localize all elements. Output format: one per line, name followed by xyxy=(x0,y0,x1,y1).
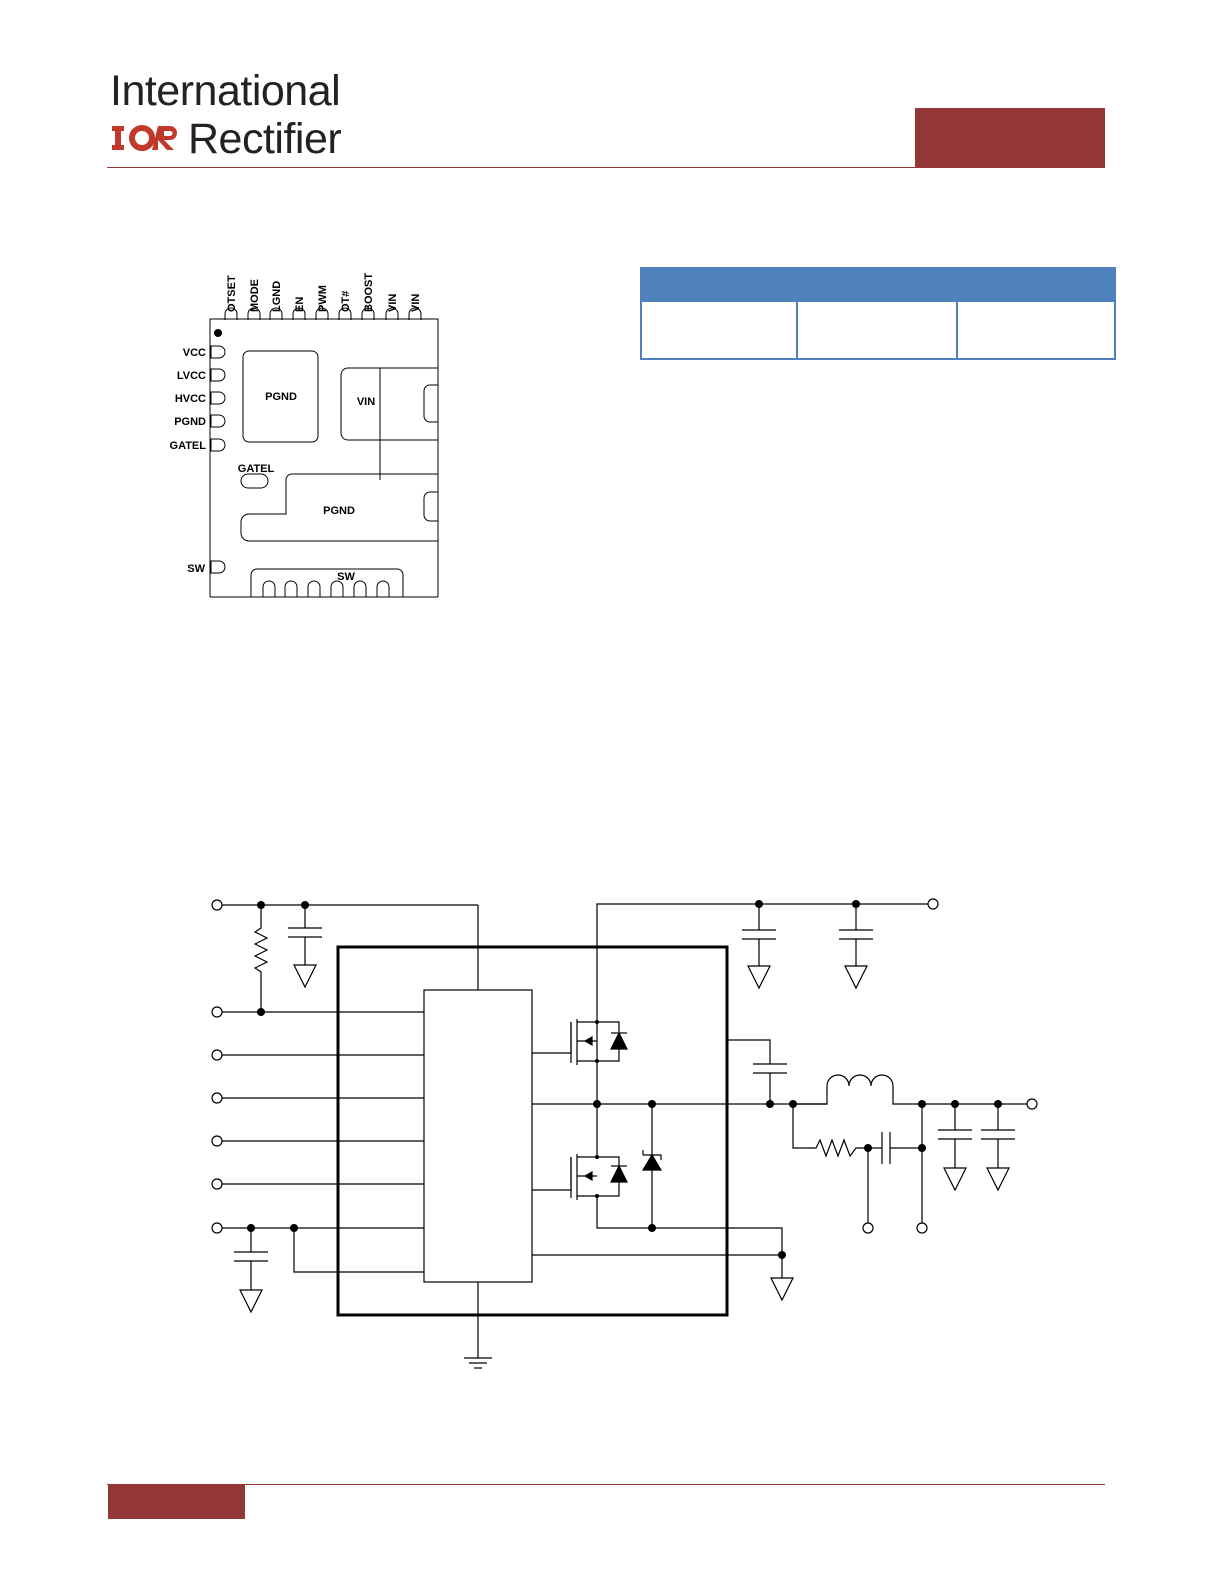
sw-finger xyxy=(330,580,344,597)
footer-accent-bar xyxy=(108,1485,245,1519)
pin-label-sw: SW xyxy=(187,563,205,575)
logo-international-text: International xyxy=(110,67,341,115)
top-pin-label: LGND xyxy=(271,281,283,312)
ior-logo-icon xyxy=(112,125,177,151)
application-schematic xyxy=(211,898,1038,1369)
spec-table-cell-3 xyxy=(956,300,1116,360)
top-pin xyxy=(292,307,306,320)
left-pin-label: LVCC xyxy=(177,370,206,382)
sw-finger xyxy=(284,580,298,597)
left-pin-label: GATEL xyxy=(170,440,207,452)
pad-label-sw: SW xyxy=(337,571,355,583)
top-pin xyxy=(224,307,238,320)
top-pin-label: EN xyxy=(294,297,306,312)
top-pin-label: VIN xyxy=(387,294,399,312)
top-pin xyxy=(315,307,329,320)
left-pin xyxy=(210,391,226,405)
top-pin xyxy=(361,307,375,320)
top-pin xyxy=(269,307,283,320)
left-pin xyxy=(210,414,226,428)
top-pin-label: MODE xyxy=(249,279,261,312)
top-pin-label: BOOST xyxy=(363,273,375,312)
pinout-diagram: OTSET MODE LGND EN PWM OT# BOOST VIN VIN VCC LVCC… xyxy=(170,273,439,598)
left-pin-label: HVCC xyxy=(175,393,206,405)
left-pin-label: VCC xyxy=(183,347,206,359)
top-pin xyxy=(338,307,352,320)
controller-block xyxy=(423,989,533,1283)
sw-finger xyxy=(376,580,390,597)
spec-table xyxy=(640,267,1116,360)
spec-table-cell-2 xyxy=(796,300,958,360)
spec-table-cell-1 xyxy=(640,300,798,360)
sw-finger xyxy=(353,580,367,597)
top-pin xyxy=(408,307,422,320)
logo-rectifier-text: Rectifier xyxy=(188,115,342,163)
top-pin-label: VIN xyxy=(410,294,422,312)
pad-label-vin: VIN xyxy=(357,396,375,408)
top-pin-label: PWM xyxy=(317,285,329,312)
pad-label-pgnd-top: PGND xyxy=(265,391,297,403)
header-rule xyxy=(107,167,1105,168)
left-pin xyxy=(210,438,226,452)
header-accent-bar xyxy=(915,108,1105,168)
left-pin xyxy=(210,368,226,382)
module-outline xyxy=(336,945,729,1317)
pad-label-pgnd-bottom: PGND xyxy=(323,505,355,517)
top-pin-label: OT# xyxy=(340,291,352,312)
left-pin-label: PGND xyxy=(174,416,206,428)
top-pin-label: OTSET xyxy=(226,275,238,312)
pad-label-gatel: GATEL xyxy=(238,463,275,475)
top-pin xyxy=(385,307,399,320)
left-pin xyxy=(210,345,226,359)
spec-table-header xyxy=(640,267,1116,302)
top-pin xyxy=(247,307,261,320)
footer-rule xyxy=(107,1484,1105,1485)
sw-finger xyxy=(307,580,321,597)
sw-finger xyxy=(262,580,276,597)
